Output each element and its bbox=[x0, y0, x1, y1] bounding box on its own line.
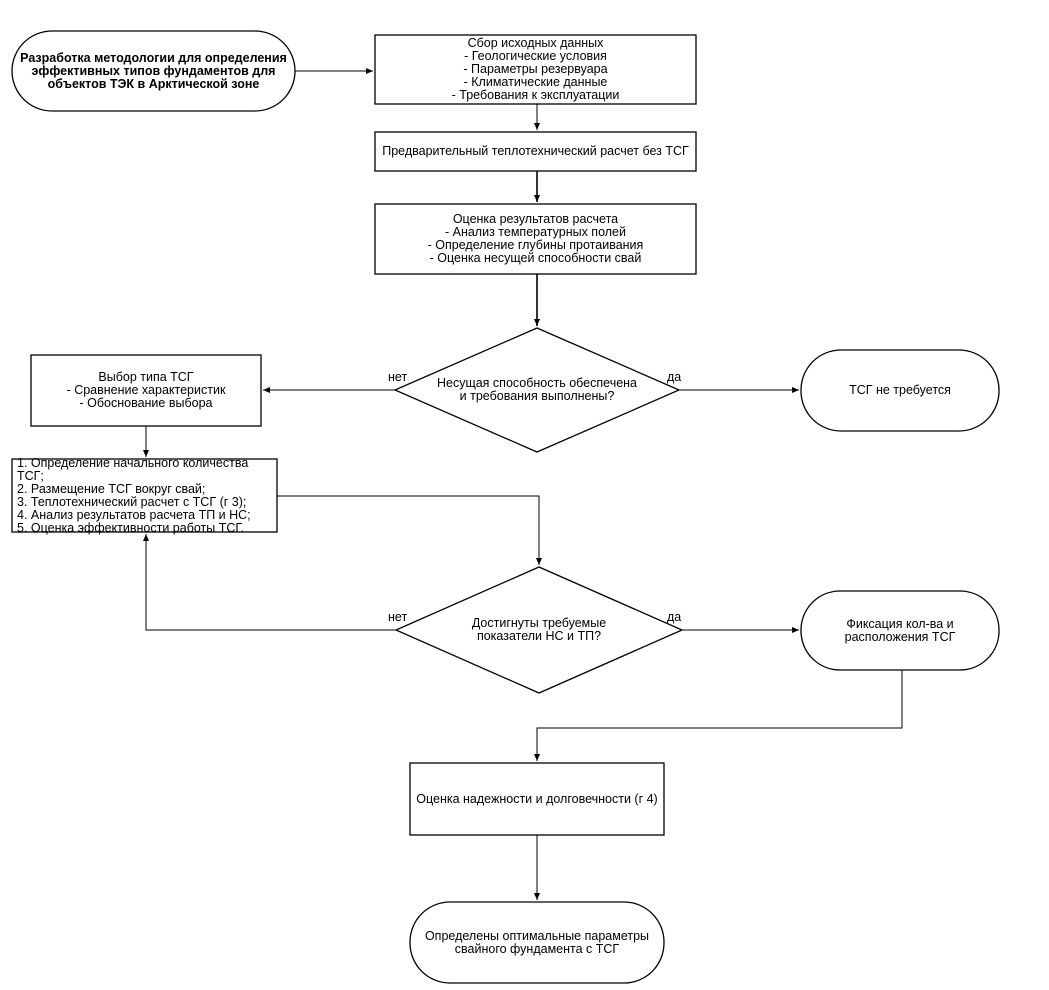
no-tsg-text: ТСГ не требуется bbox=[849, 383, 951, 397]
no-tsg-terminal: ТСГ не требуется bbox=[801, 350, 999, 431]
prelim-calc-box: Предварительный теплотехнический расчет … bbox=[375, 132, 696, 171]
end-text: Определены оптимальные параметры свайног… bbox=[424, 928, 650, 956]
decision-1-shape bbox=[393, 327, 681, 453]
edge-label-d2-yes: да bbox=[667, 610, 682, 624]
choose-tsg-box: Выбор типа ТСГ - Сравнение характеристик… bbox=[31, 355, 261, 426]
decision-2-text: Достигнуты требуемые показатели НС и ТП? bbox=[471, 616, 607, 643]
edge-label-d2-no: нет bbox=[388, 610, 408, 624]
no-tsg-terminal-shape bbox=[800, 349, 1000, 432]
steps-text: 1. Определение начального количества ТСГ… bbox=[17, 455, 251, 535]
evaluate-text: Оценка результатов расчета - Анализ темп… bbox=[427, 212, 644, 265]
steps-box-shape bbox=[11, 458, 278, 533]
choose-tsg-text: Выбор типа ТСГ - Сравнение характеристик… bbox=[66, 370, 226, 410]
collect-data-box-shape bbox=[374, 34, 697, 105]
end-terminal-shape bbox=[409, 901, 665, 984]
fix-text: Фиксация кол-ва и расположения ТСГ bbox=[844, 616, 956, 644]
edge-steps-to-decision2 bbox=[277, 495, 542, 565]
reliability-text: Оценка надежности и долговечности (г 4) bbox=[416, 791, 658, 806]
edge-fix-to-reliability bbox=[534, 670, 903, 761]
edge-decision2-no bbox=[143, 534, 396, 631]
prelim-calc-text: Предварительный теплотехнический расчет … bbox=[382, 144, 689, 158]
decision-2: Достигнуты требуемые показатели НС и ТП? bbox=[396, 567, 682, 693]
start-terminal-text: Разработка методологии для определения э… bbox=[20, 50, 287, 91]
reliability-box: Оценка надежности и долговечности (г 4) bbox=[410, 763, 664, 835]
steps-box: 1. Определение начального количества ТСГ… bbox=[12, 455, 277, 535]
reliability-box-shape bbox=[409, 762, 665, 836]
decision-1-text: Несущая способность обеспечена и требова… bbox=[436, 376, 638, 403]
end-terminal: Определены оптимальные параметры свайног… bbox=[410, 902, 664, 983]
prelim-calc-box-shape bbox=[374, 131, 697, 172]
edge-label-d1-no: нет bbox=[388, 370, 408, 384]
collect-data-box: Сбор исходных данных - Геологические усл… bbox=[375, 35, 696, 104]
fix-terminal: Фиксация кол-ва и расположения ТСГ bbox=[801, 591, 999, 670]
evaluate-box-shape bbox=[374, 203, 697, 275]
choose-tsg-box-shape bbox=[30, 354, 262, 427]
fix-terminal-shape bbox=[800, 590, 1000, 671]
start-terminal: Разработка методологии для определения э… bbox=[12, 31, 295, 111]
decision-1: Несущая способность обеспечена и требова… bbox=[395, 328, 679, 452]
edge-label-d1-yes: да bbox=[667, 370, 682, 384]
collect-data-text: Сбор исходных данных - Геологические усл… bbox=[451, 36, 620, 102]
decision-2-shape bbox=[394, 566, 684, 694]
evaluate-box: Оценка результатов расчета - Анализ темп… bbox=[375, 204, 696, 274]
